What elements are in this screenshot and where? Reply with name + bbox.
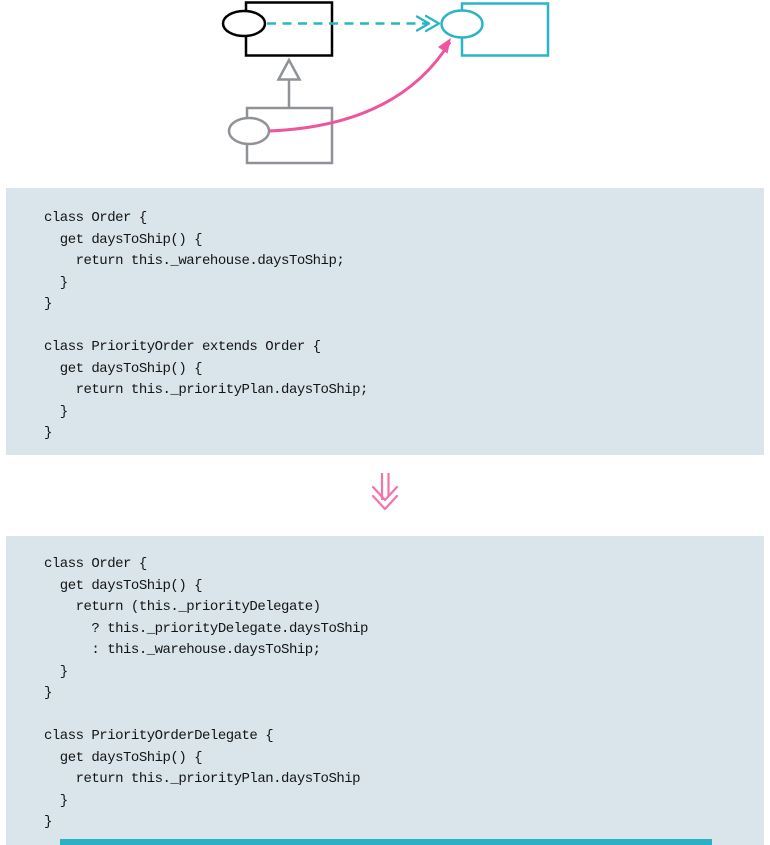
superclass-method-ellipse [221, 9, 267, 38]
subclass-method-ellipse [227, 116, 271, 146]
dependency-arrowhead2-icon [415, 15, 431, 32]
delegation-curve [268, 41, 452, 133]
code-after: class Order { get daysToShip() { return … [6, 536, 764, 845]
bottom-rule [60, 839, 712, 845]
uml-diagram [221, 1, 550, 165]
delegation-arrowhead-icon [438, 38, 451, 54]
dependency-arrowhead-icon [424, 14, 441, 33]
code-before: class Order { get daysToShip() { return … [6, 188, 764, 455]
inheritance-triangle-icon [276, 57, 302, 81]
delegate-method-ellipse [440, 9, 484, 39]
transform-arrow-icon [371, 473, 399, 511]
